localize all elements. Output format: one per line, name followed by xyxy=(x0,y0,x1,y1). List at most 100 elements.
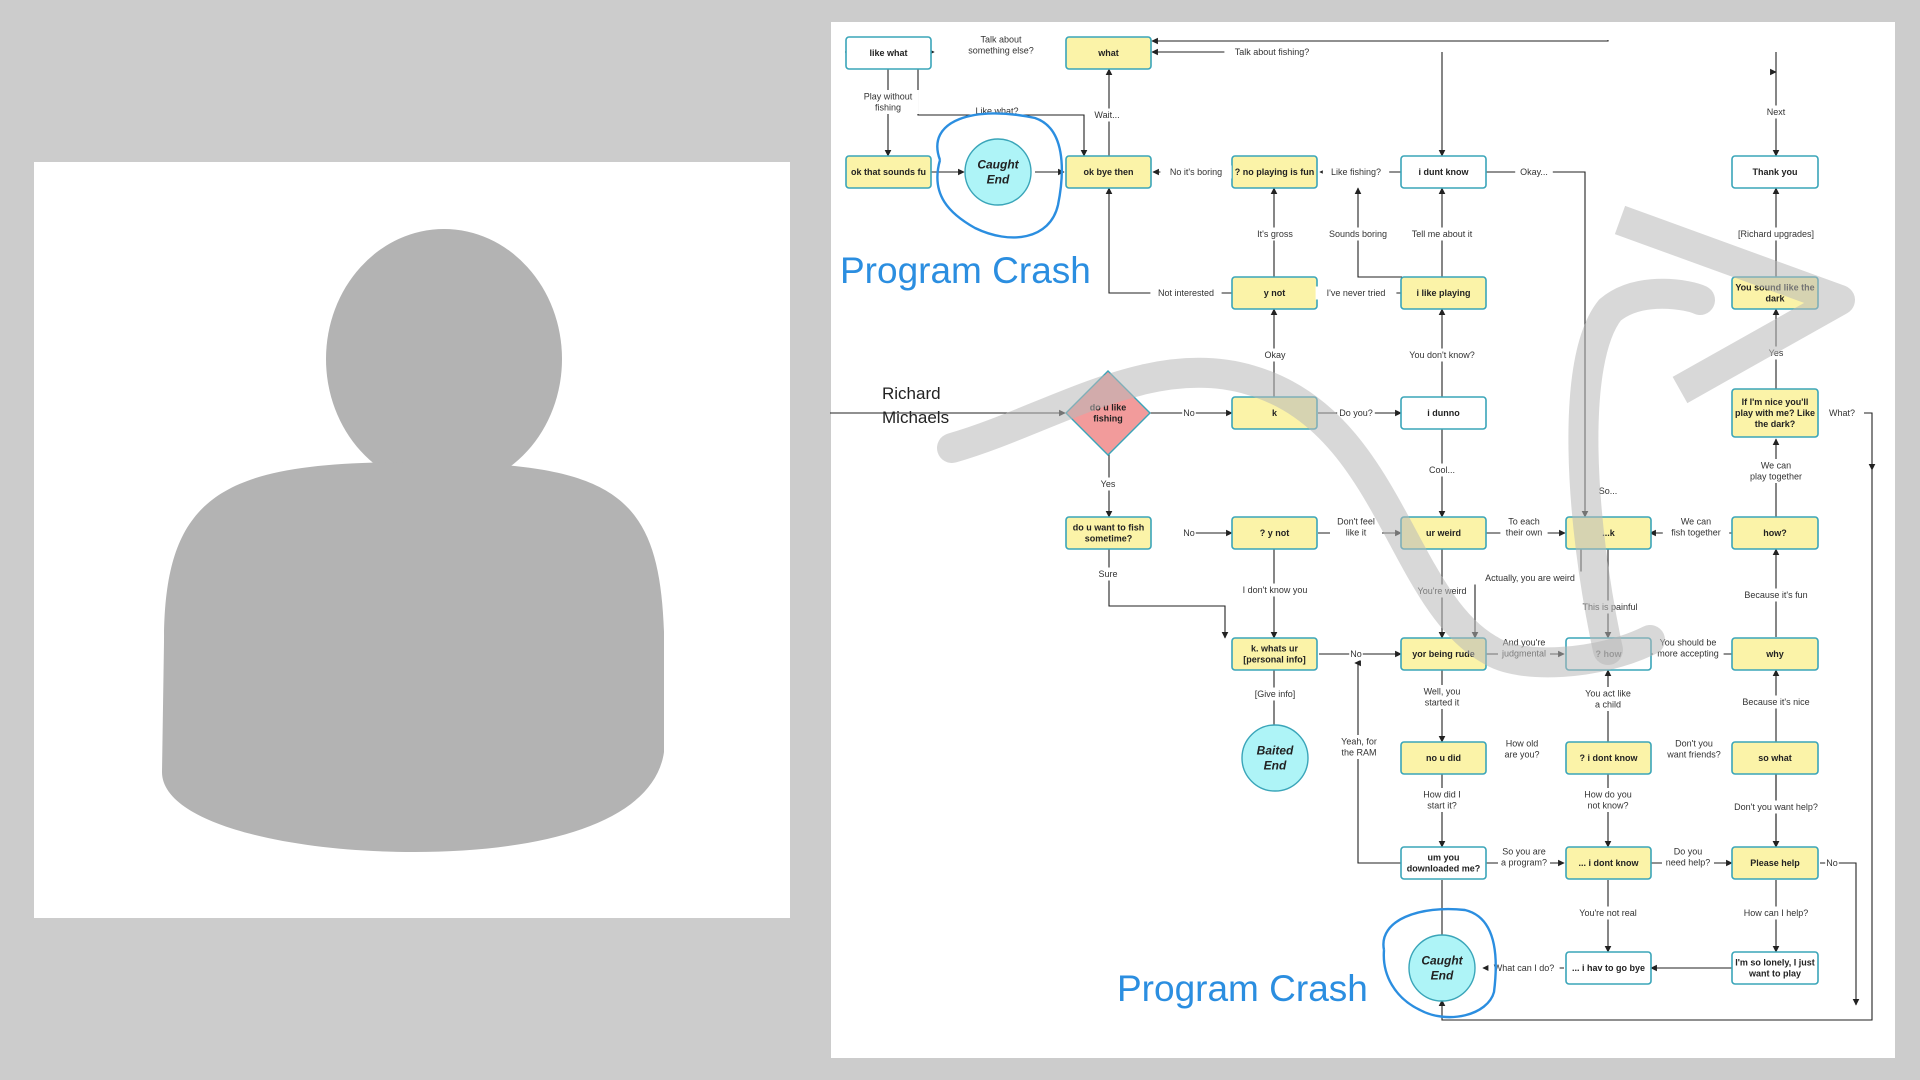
speaker-name: Michaels xyxy=(882,408,949,427)
node-label: End xyxy=(1431,969,1454,983)
edge-label: started it xyxy=(1425,698,1460,708)
edge-label: Sounds boring xyxy=(1329,229,1387,239)
edge-label: To each xyxy=(1508,517,1540,527)
edge-label: a child xyxy=(1595,700,1621,710)
node-label: Please help xyxy=(1750,858,1800,868)
edge-label: It's gross xyxy=(1257,229,1293,239)
node-q-y-not: ? y not xyxy=(1231,516,1318,550)
edge-label: Okay xyxy=(1264,350,1286,360)
edge-label: Don't you xyxy=(1675,739,1713,749)
edge-label: Because it's fun xyxy=(1744,590,1807,600)
edge-label: the RAM xyxy=(1341,748,1376,758)
node-label: ? i dont know xyxy=(1580,753,1639,763)
node-label: ur weird xyxy=(1426,528,1461,538)
edge-label: something else? xyxy=(968,46,1034,56)
node-label: i dunt know xyxy=(1419,167,1470,177)
flow-edge xyxy=(1354,187,1402,278)
node-label: um you xyxy=(1427,853,1459,863)
edge-label: Not interested xyxy=(1158,288,1214,298)
node-i-dunt-know: i dunt know xyxy=(1400,155,1487,189)
node-label: ... i dont know xyxy=(1579,858,1640,868)
edge-label: their own xyxy=(1506,528,1543,538)
edge-label: are you? xyxy=(1504,750,1539,760)
edge-label: Cool... xyxy=(1429,465,1455,475)
node-label: Caught xyxy=(1421,954,1463,968)
node-label: I'm so lonely, I just xyxy=(1735,958,1815,968)
node-whats-ur-info: k. whats ur[personal info] xyxy=(1231,637,1318,671)
edge-label: Wait... xyxy=(1094,110,1119,120)
edge-label: a program? xyxy=(1501,858,1547,868)
edge-label: No it's boring xyxy=(1170,167,1222,177)
node-label: dark xyxy=(1765,294,1785,304)
edge-label: You act like xyxy=(1585,689,1631,699)
node-label: [personal info] xyxy=(1243,655,1306,665)
node-i-hav-to-go: ... i hav to go bye xyxy=(1565,951,1652,985)
node-no-playing-fun: ? no playing is fun xyxy=(1231,155,1318,189)
edge-label: I've never tried xyxy=(1327,288,1386,298)
node-label: do u want to fish xyxy=(1073,523,1145,533)
node-please-help: Please help xyxy=(1731,846,1819,880)
edge-label: Talk about xyxy=(980,35,1022,45)
node-like-what: like what xyxy=(845,36,932,70)
edge-label: What can I do? xyxy=(1494,963,1555,973)
node-label: fishing xyxy=(1093,414,1123,424)
flow-edge xyxy=(1864,412,1876,471)
node-dots-i-dont-know: ... i dont know xyxy=(1565,846,1652,880)
edge-label: Play without xyxy=(864,92,913,102)
node-label: i like playing xyxy=(1416,288,1470,298)
edge-label: Do you? xyxy=(1339,408,1373,418)
hand-drawn-circle-icon xyxy=(1382,907,1497,1019)
node-label: ? y not xyxy=(1260,528,1290,538)
node-label: y not xyxy=(1264,288,1286,298)
hand-drawn-circle-icon xyxy=(936,112,1063,239)
edge-label: No xyxy=(1183,528,1195,538)
edge-label: Like fishing? xyxy=(1331,167,1381,177)
speaker-name: Richard xyxy=(882,384,941,403)
edge-label: Like what? xyxy=(975,106,1018,116)
node-so-what: so what xyxy=(1731,741,1819,775)
node-label: play with me? Like xyxy=(1735,408,1815,418)
node-label: Caught xyxy=(977,158,1019,172)
edge-label: more accepting xyxy=(1657,649,1719,659)
edge-label: Yeah, for xyxy=(1341,737,1377,747)
edge-label: Yes xyxy=(1101,479,1116,489)
flow-edge xyxy=(1820,862,1860,1006)
edge-label: You're not real xyxy=(1579,908,1636,918)
node-label: Baited xyxy=(1257,744,1294,758)
edge-label: How can I help? xyxy=(1744,908,1809,918)
node-label: downloaded me? xyxy=(1407,864,1481,874)
edge-label: No xyxy=(1826,858,1838,868)
node-label: want to play xyxy=(1748,969,1801,979)
flow-edge xyxy=(1471,541,1582,639)
node-label: the dark? xyxy=(1755,419,1796,429)
node-label: k xyxy=(1272,408,1278,418)
avatar-panel xyxy=(34,162,790,918)
edge-label: [Give info] xyxy=(1255,689,1296,699)
edge-label: fishing xyxy=(875,103,901,113)
node-ok-sounds: ok that sounds fu xyxy=(845,155,932,189)
node-what: what xyxy=(1065,36,1152,70)
edge-label: Well, you xyxy=(1424,687,1461,697)
node-why: why xyxy=(1731,637,1819,671)
node-label: ok that sounds fu xyxy=(851,167,926,177)
node-label: Thank you xyxy=(1752,167,1797,177)
edge-label: need help? xyxy=(1666,858,1711,868)
node-label: why xyxy=(1765,649,1784,659)
node-i-like-playing: i like playing xyxy=(1400,276,1487,310)
node-label: how? xyxy=(1763,528,1787,538)
node-no-u-did: no u did xyxy=(1400,741,1487,775)
node-label: so what xyxy=(1758,753,1792,763)
program-crash-annotation: Program Crash xyxy=(840,250,1091,291)
edge-label: want friends? xyxy=(1666,750,1721,760)
edge-label: How do you xyxy=(1584,790,1632,800)
edge-label: fish together xyxy=(1671,528,1721,538)
edge-label: Sure xyxy=(1098,569,1117,579)
node-label: End xyxy=(987,173,1010,187)
